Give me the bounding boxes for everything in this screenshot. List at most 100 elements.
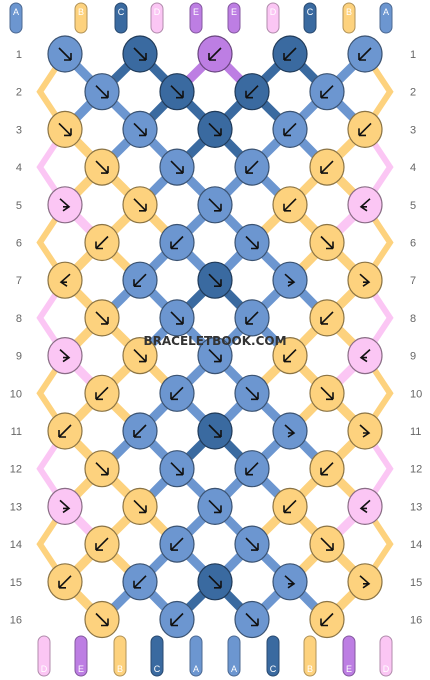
bottom-strand xyxy=(266,635,280,677)
row-number-right: 14 xyxy=(410,539,422,551)
knot-arrow-icon xyxy=(359,499,371,514)
top-strand-label: E xyxy=(193,7,199,17)
knot-arrow-icon xyxy=(359,575,371,589)
knot-arrow-icon xyxy=(170,386,184,401)
knot-arrow-icon xyxy=(208,273,222,288)
row-number-left: 16 xyxy=(10,615,22,627)
bottom-strand-label: E xyxy=(346,664,352,674)
top-strand xyxy=(9,2,23,34)
bottom-strand-label: B xyxy=(307,664,313,674)
knot-arrow-icon xyxy=(320,612,334,627)
knot-arrow-icon xyxy=(284,575,296,589)
knot-arrow-icon xyxy=(245,462,259,476)
knot xyxy=(272,261,308,299)
row-number-right: 15 xyxy=(410,577,422,589)
top-strand xyxy=(114,2,128,34)
knot-arrow-icon xyxy=(133,575,147,589)
row-number-right: 16 xyxy=(410,615,422,627)
bottom-strand xyxy=(379,635,393,677)
knot-arrow-icon xyxy=(320,462,334,476)
row-number-left: 12 xyxy=(10,464,22,476)
knot-arrow-icon xyxy=(95,160,109,174)
knot xyxy=(47,186,83,224)
row-number-right: 6 xyxy=(410,238,416,250)
knot-arrow-icon xyxy=(133,122,147,137)
bottom-strand xyxy=(113,635,127,677)
knot-arrow-icon xyxy=(59,349,71,363)
knot-arrow-icon xyxy=(170,160,184,174)
row-number-left: 11 xyxy=(11,426,22,438)
knot-arrow-icon xyxy=(170,462,184,476)
knot-arrow-icon xyxy=(208,575,222,589)
knot-arrow-icon xyxy=(245,311,259,325)
knot-arrow-icon xyxy=(95,386,109,401)
knot-arrow-icon xyxy=(59,198,71,212)
top-strand-label: A xyxy=(13,7,19,17)
knot xyxy=(47,487,83,525)
top-strand xyxy=(74,2,88,34)
knot xyxy=(347,186,383,224)
knot-arrow-icon xyxy=(245,160,259,174)
knot-arrow-icon xyxy=(283,349,297,363)
row-number-right: 7 xyxy=(410,275,416,287)
knot-arrow-icon xyxy=(95,537,109,551)
top-strand xyxy=(266,2,280,34)
knot-arrow-icon xyxy=(283,47,297,61)
knot-arrow-icon xyxy=(284,424,296,438)
bottom-strand xyxy=(189,635,203,677)
row-number-left: 6 xyxy=(16,238,22,250)
knot-arrow-icon xyxy=(208,47,222,61)
knot-arrow-icon xyxy=(245,85,259,99)
knot-arrow-icon xyxy=(359,273,371,287)
knot-arrow-icon xyxy=(358,47,372,61)
knot-arrow-icon xyxy=(95,612,109,627)
top-strand-label: B xyxy=(346,7,352,17)
row-number-left: 4 xyxy=(16,162,22,174)
knot-arrow-icon xyxy=(58,122,72,137)
bottom-strand-label: D xyxy=(41,664,48,674)
knot xyxy=(272,412,308,450)
row-number-right: 13 xyxy=(410,501,422,513)
row-number-right: 5 xyxy=(410,200,416,212)
knot-arrow-icon xyxy=(359,349,371,363)
knot-arrow-icon xyxy=(59,273,71,287)
knot xyxy=(272,563,308,601)
top-strand xyxy=(303,2,317,34)
bottom-strand xyxy=(150,635,164,677)
bottom-strand-label: A xyxy=(231,664,237,674)
knot xyxy=(347,261,383,299)
knot-arrow-icon xyxy=(95,85,109,99)
knot-arrow-icon xyxy=(284,273,296,287)
row-number-left: 5 xyxy=(16,200,22,212)
row-number-right: 1 xyxy=(410,49,416,61)
knot-arrow-icon xyxy=(133,273,147,288)
row-number-right: 9 xyxy=(410,351,416,363)
knot xyxy=(347,563,383,601)
row-number-left: 15 xyxy=(10,577,22,589)
top-strand xyxy=(227,2,241,34)
knot-arrow-icon xyxy=(283,198,297,212)
knot-arrow-icon xyxy=(320,386,334,401)
knot-arrow-icon xyxy=(133,349,147,363)
bottom-strand-label: C xyxy=(154,664,161,674)
row-number-left: 7 xyxy=(16,275,22,287)
row-number-left: 10 xyxy=(10,388,22,400)
top-strand-label: C xyxy=(118,7,125,17)
knot-layer xyxy=(47,35,383,639)
row-number-left: 8 xyxy=(16,313,22,325)
row-number-right: 4 xyxy=(410,162,416,174)
knot xyxy=(347,487,383,525)
knot-arrow-icon xyxy=(283,122,297,137)
knot-arrow-icon xyxy=(170,311,184,325)
knot-arrow-icon xyxy=(358,122,372,137)
knot xyxy=(47,261,83,299)
top-strand-label: A xyxy=(383,7,389,17)
knot-arrow-icon xyxy=(58,424,72,438)
knot-arrow-icon xyxy=(95,462,109,476)
row-number-right: 3 xyxy=(410,124,416,136)
row-number-left: 13 xyxy=(10,501,22,513)
knot-arrow-icon xyxy=(170,612,184,627)
top-strand xyxy=(150,2,164,34)
knot-arrow-icon xyxy=(59,499,71,514)
